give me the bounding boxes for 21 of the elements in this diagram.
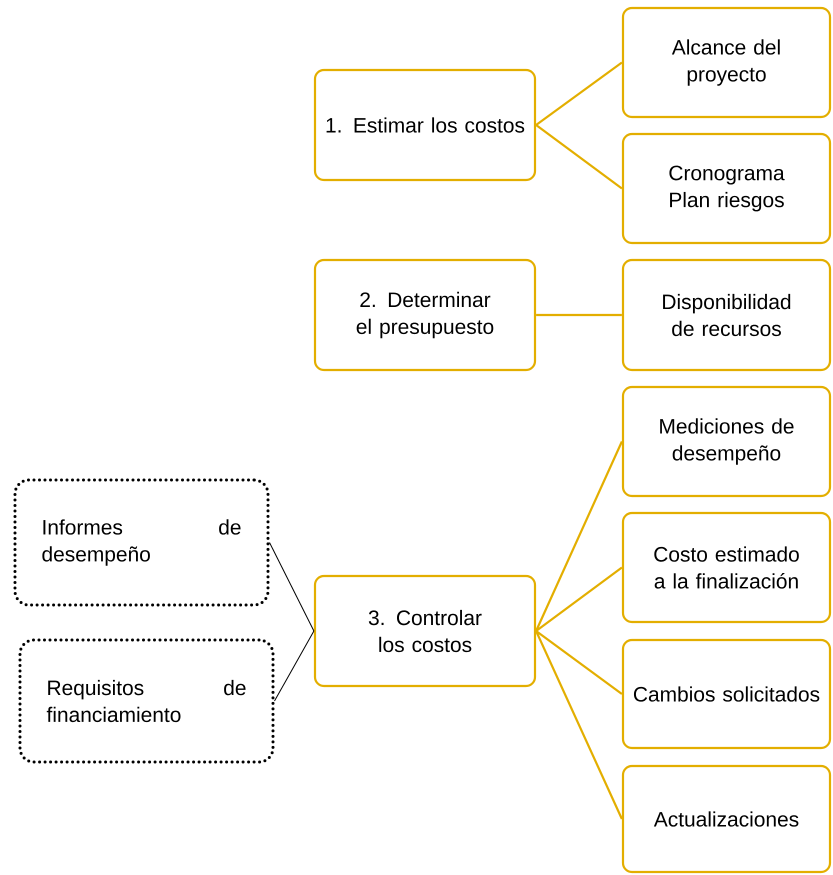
connector-line [535, 124, 623, 190]
connector-line [269, 542, 314, 632]
input-box: Informes de desempeño [14, 478, 270, 606]
connector-line [535, 566, 623, 632]
connector-line [536, 314, 622, 316]
output-box: Actualizaciones [622, 764, 832, 874]
output-box: Cronograma Plan riesgos [622, 132, 832, 244]
connector-line [535, 62, 623, 126]
input-box: Requisitos de financiamiento [18, 638, 274, 764]
output-box: Cambios solicitados [622, 638, 832, 750]
process-box: 3. Controlar los costos [314, 574, 536, 688]
connector-line [274, 630, 314, 702]
output-box: Mediciones de desempeño [622, 386, 832, 498]
process-box: 2. Determinar el presupuesto [314, 258, 536, 372]
connector-line [535, 441, 623, 632]
connector-line [535, 630, 623, 695]
process-box: 1. Estimar los costos [314, 68, 536, 182]
connector-line [535, 630, 623, 820]
output-box: Costo estimado a la finalización [622, 512, 832, 624]
output-box: Disponibilidad de recursos [622, 258, 832, 372]
output-box: Alcance del proyecto [622, 6, 832, 118]
